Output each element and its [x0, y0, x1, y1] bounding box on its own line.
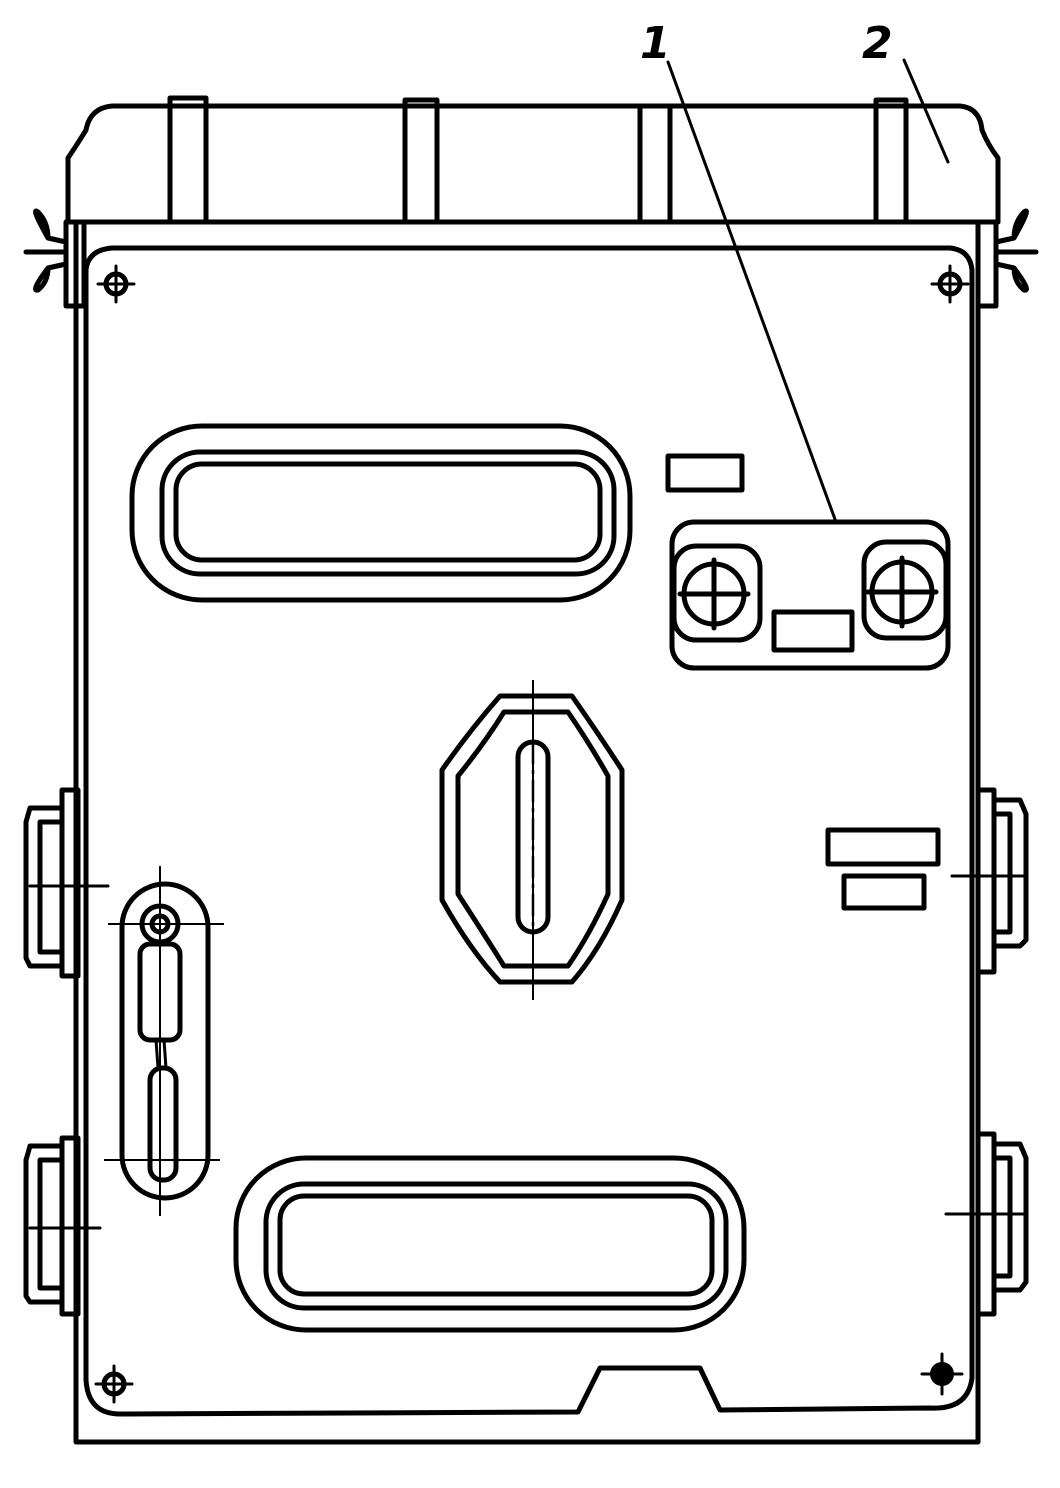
corner-screw-top-right — [930, 264, 970, 304]
connector-left — [671, 543, 763, 643]
callout-2: 2 — [862, 18, 950, 164]
corner-screw-top-left — [96, 264, 136, 304]
center-hatch — [439, 680, 625, 1000]
cover-straps — [167, 95, 909, 225]
latch-left-lower — [23, 1135, 102, 1317]
callout-1-label: 1 — [640, 18, 671, 69]
callout-2-label: 2 — [862, 18, 893, 69]
lever-slot — [104, 866, 224, 1216]
callout-1-leader — [666, 60, 838, 524]
connector-right — [861, 539, 949, 641]
latch-right-upper — [950, 787, 1029, 975]
latch-right-lower — [944, 1131, 1029, 1317]
top-cover — [65, 103, 1001, 225]
latch-left-upper — [23, 787, 110, 979]
label-plate-right-bottom — [841, 873, 927, 911]
callout-1: 1 — [640, 18, 838, 524]
corner-screw-bottom-right — [920, 1352, 964, 1396]
label-plate-right-top — [825, 827, 941, 867]
label-plate-upper — [665, 453, 745, 493]
wing-nut-right — [975, 208, 1039, 309]
callout-2-leader — [902, 58, 950, 164]
connector-block — [669, 519, 951, 671]
upper-window-recess — [129, 423, 633, 603]
corner-screw-bottom-left — [94, 1364, 134, 1404]
lower-window-recess — [233, 1155, 747, 1333]
